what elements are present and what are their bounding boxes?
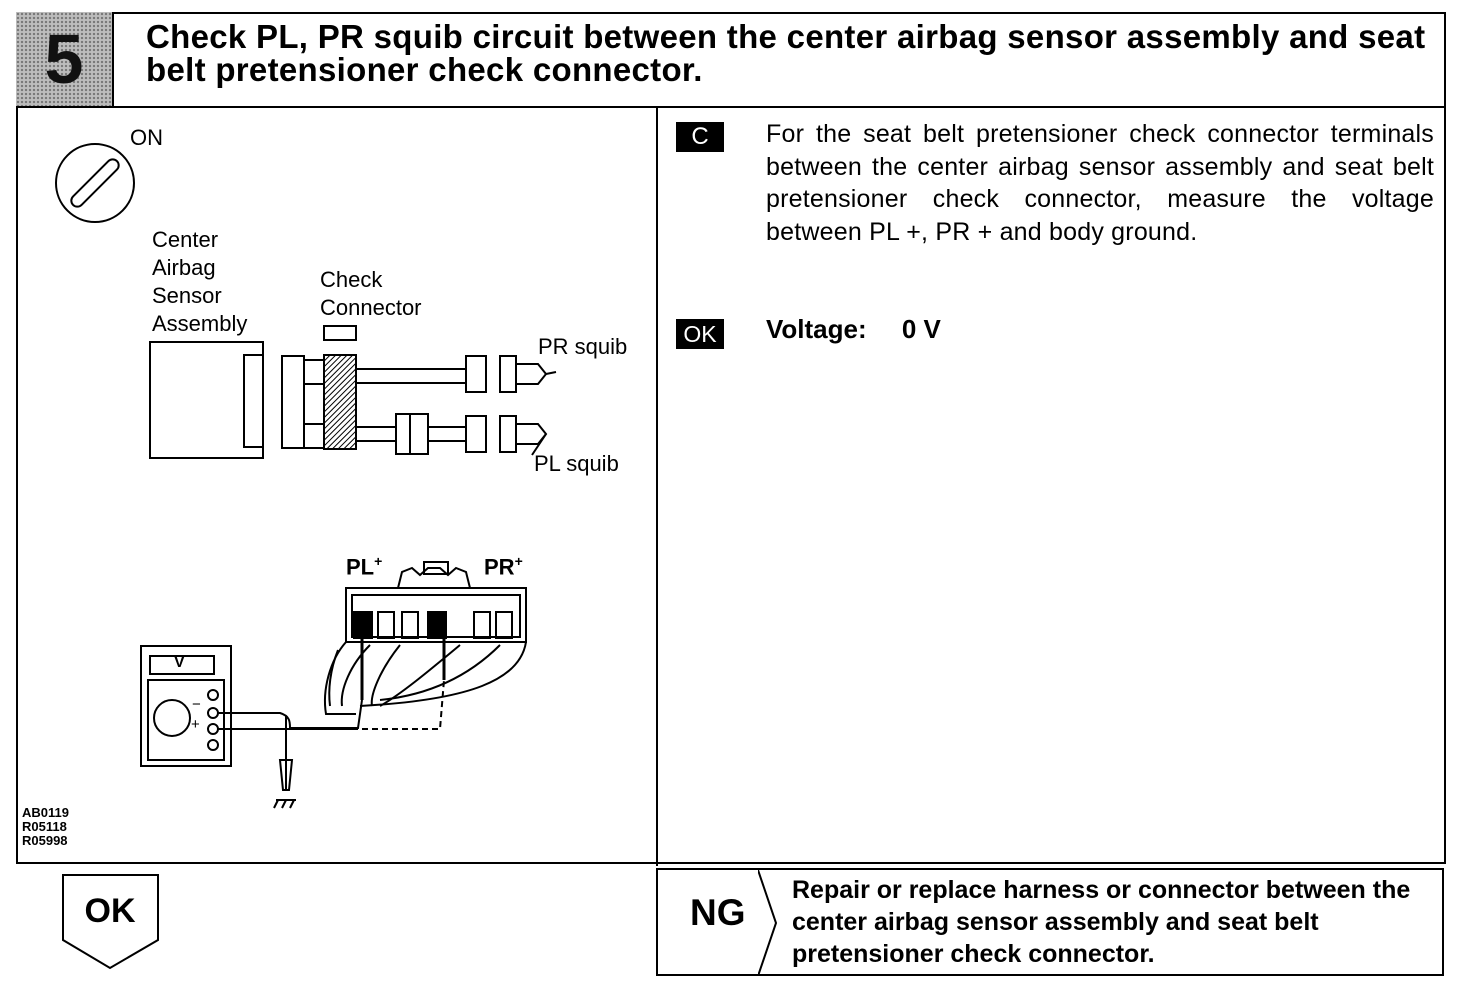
pretensioner-connector: [324, 561, 527, 715]
check-connector-body: [281, 354, 557, 456]
meter-unit-label: V: [174, 654, 185, 671]
ng-result-box: NG Repair or replace harness or connecto…: [656, 868, 1444, 976]
check-connector-symbol: [323, 325, 357, 341]
ng-result-label: NG: [690, 892, 746, 933]
procedure-frame: [16, 12, 1446, 864]
ng-arrow-shape: [758, 870, 778, 976]
instruction-text: For the seat belt pretensioner check con…: [766, 120, 1434, 246]
pl-squib-label: PL squib: [534, 451, 619, 476]
ok-result-shape: [62, 874, 159, 970]
check-connector-label: Check Connector: [320, 267, 422, 320]
column-divider: [656, 108, 658, 866]
meter-plus-label: +: [191, 716, 200, 733]
ng-action-text: Repair or replace harness or connector b…: [792, 876, 1411, 968]
pr-squib-label: PR squib: [538, 334, 628, 359]
meter-minus-label: −: [192, 696, 201, 713]
step-header: 5 Check PL, PR squib circuit between the…: [16, 12, 1446, 108]
diagram-drawing: [55, 143, 557, 809]
spec-label: Voltage:: [766, 314, 867, 344]
sensor-assembly-label: Center Airbag Sensor Assembly: [152, 227, 248, 336]
step-title: Check PL, PR squib circuit between the c…: [146, 18, 1426, 88]
step-number: 5: [44, 20, 84, 98]
figure-codes: AB0119 R05118 R05998: [22, 805, 69, 848]
ignition-on-label: ON: [130, 125, 163, 150]
voltmeter-icon: [140, 645, 445, 809]
pr-plus-label: PR+: [484, 553, 523, 580]
condition-tag: C: [676, 122, 724, 152]
ignition-switch-icon: [55, 143, 135, 223]
step-number-box: [16, 12, 114, 106]
ok-tag: OK: [676, 319, 724, 349]
sensor-assembly-shape: [149, 341, 264, 459]
ok-result-label: OK: [84, 892, 136, 930]
spec-value: 0 V: [901, 314, 941, 344]
spec-line: Voltage: 0 V: [766, 314, 941, 345]
pl-plus-label: PL+: [346, 553, 383, 580]
